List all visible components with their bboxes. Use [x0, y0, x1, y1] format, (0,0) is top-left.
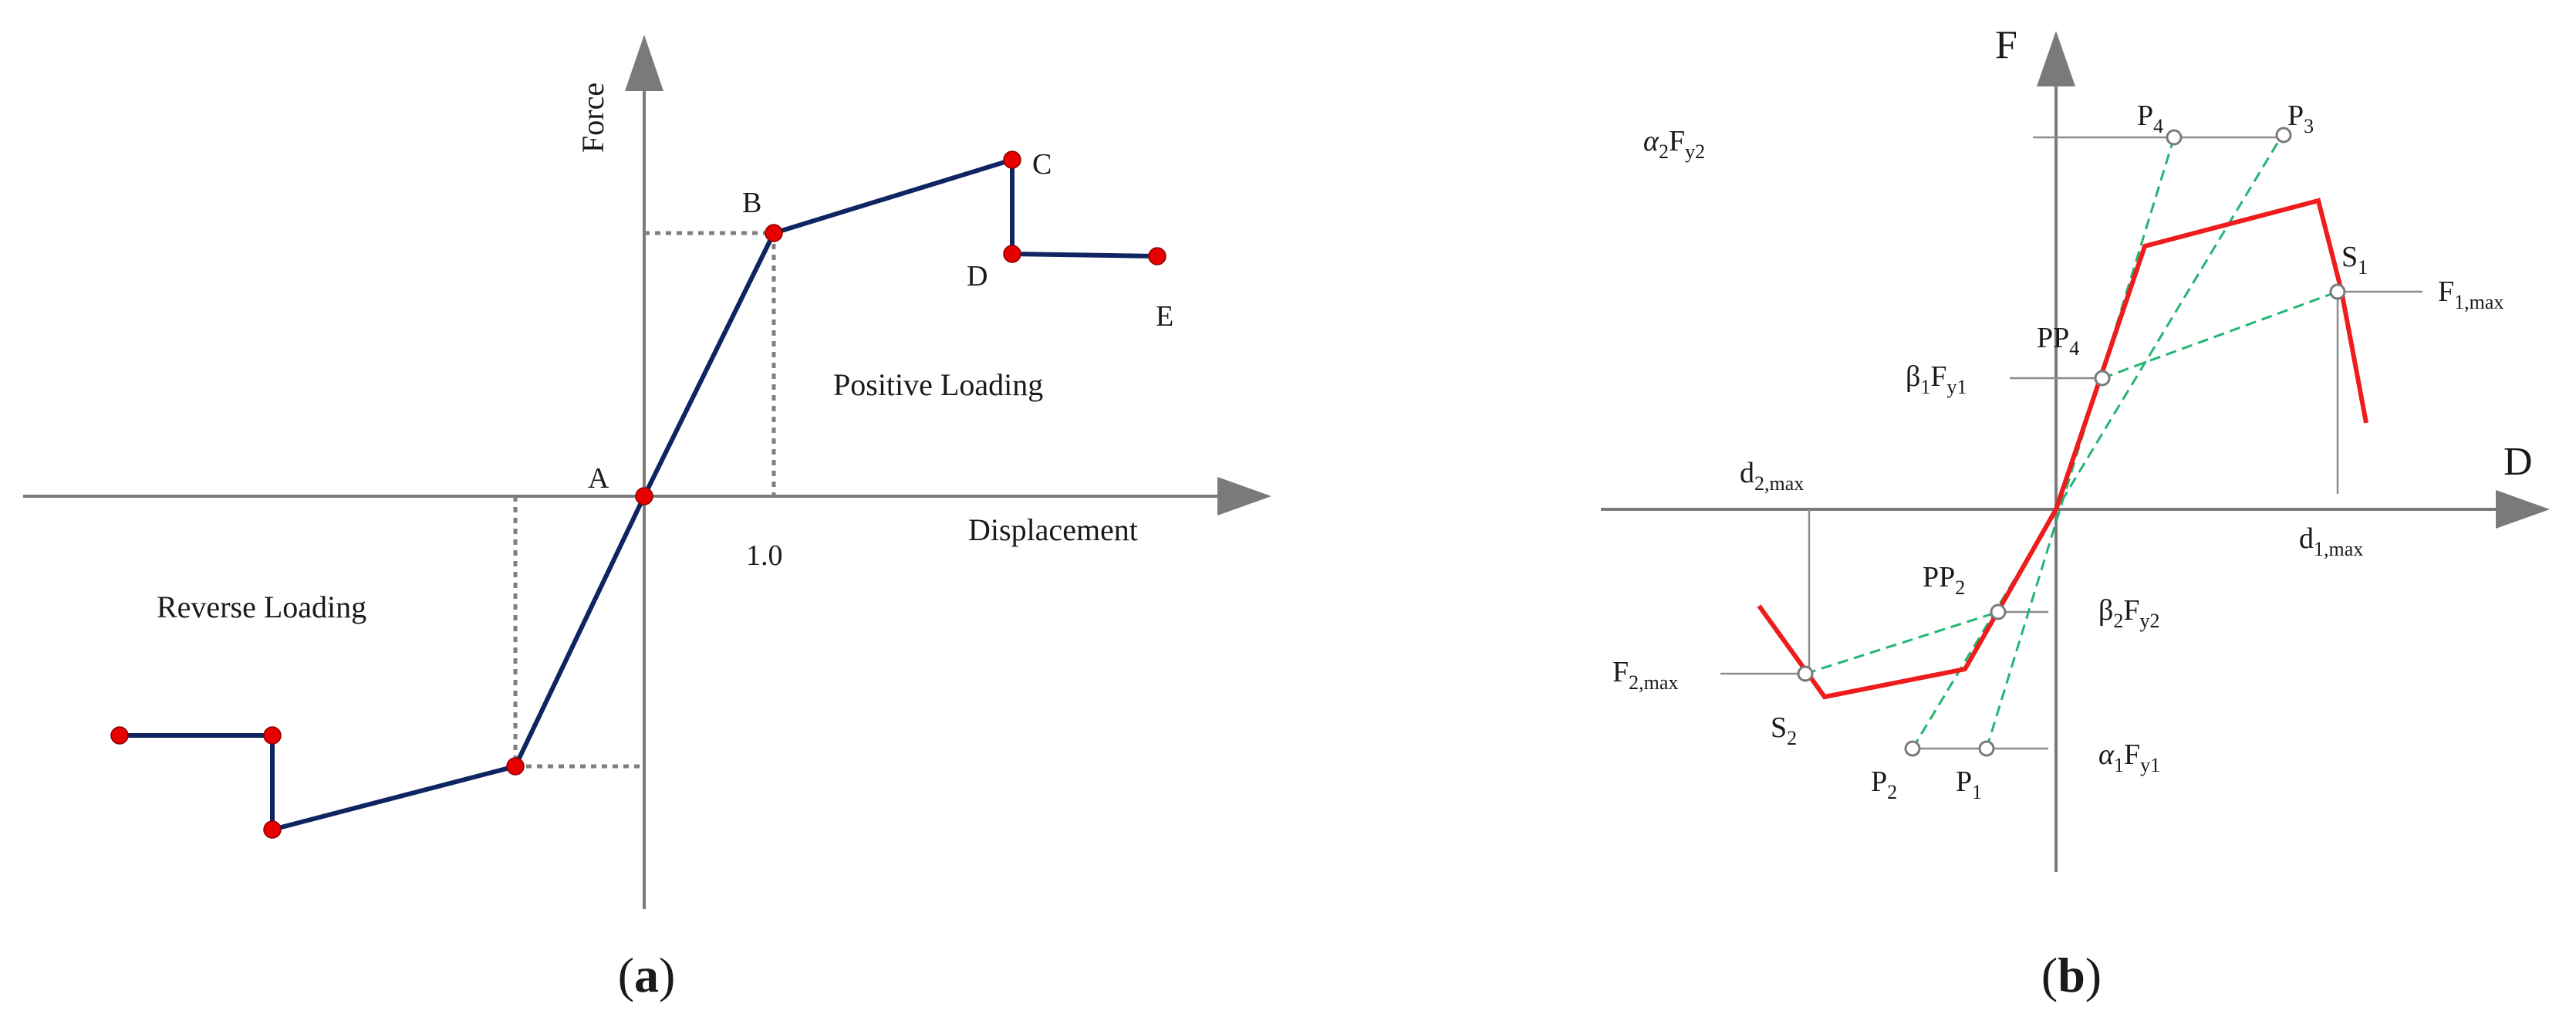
panel-a-label-B: B [742, 187, 761, 219]
panel-b-y-arrow-icon [2037, 31, 2075, 86]
panel-a-region-positive: Positive Loading [833, 367, 1043, 402]
panel-b: F D α2Fy2 β1Fy1 β2Fy2 α1Fy1 F1,max F2,ma… [1601, 23, 2550, 1002]
panel-b-label-F1max: F1,max [2438, 275, 2503, 313]
panel-b-point-PP2 [1990, 603, 2007, 620]
panel-b-guide-lines [1720, 136, 2422, 750]
panel-a-point-B [765, 224, 783, 242]
panel-a-region-reverse: Reverse Loading [157, 590, 366, 624]
panel-b-backbone-curve [1757, 198, 2368, 700]
panel-b-label-S1: S1 [2341, 241, 2368, 279]
panel-a-point-reverse-E [110, 726, 129, 745]
panel-b-label-alpha1Fy1: α1Fy1 [2098, 739, 2160, 776]
panel-b-point-P3 [2275, 127, 2292, 144]
panel-a-tick-label: 1.0 [746, 539, 783, 572]
panel-b-label-alpha2Fy2: α2Fy2 [1643, 125, 1705, 163]
panel-b-label-beta1Fy1: β1Fy1 [1906, 360, 1967, 398]
panel-a-y-arrow-icon [625, 35, 663, 91]
panel-b-label-P3: P3 [2287, 100, 2314, 137]
panel-a-point-E [1148, 247, 1166, 265]
panel-a-caption: (a) [618, 948, 676, 1002]
panel-a-point-reverse-C [263, 820, 282, 839]
panel-b-x-arrow-icon [2496, 490, 2550, 529]
panel-a-label-C: C [1032, 148, 1052, 181]
panel-a-point-reverse-B [506, 757, 525, 776]
panel-a-point-C [1003, 150, 1021, 169]
panel-a: A B C D E Force Displacement 1.0 Positiv… [23, 35, 1271, 1002]
panel-b-label-P2: P2 [1871, 766, 1897, 803]
panel-b-hollow-points [1797, 127, 2346, 757]
panel-b-dashed-lines [1805, 132, 2338, 749]
panel-a-y-axis-label: Force [576, 83, 610, 153]
panel-b-label-PP2: PP2 [1923, 561, 1965, 599]
panel-b-label-P1: P1 [1956, 766, 1982, 803]
panel-a-points [110, 150, 1166, 839]
panel-b-y-axis-label: F [1995, 23, 2017, 67]
panel-b-point-S1 [2329, 283, 2346, 300]
panel-b-label-beta2Fy2: β2Fy2 [2098, 594, 2159, 632]
panel-a-point-A [635, 487, 653, 505]
panel-b-x-axis-label: D [2503, 440, 2533, 484]
panel-b-label-PP4: PP4 [2037, 322, 2079, 360]
panel-b-point-P4 [2166, 129, 2183, 146]
panel-a-label-A: A [588, 462, 609, 495]
panel-b-label-F2max: F2,max [1612, 656, 1678, 694]
panel-b-label-d2max: d2,max [1740, 457, 1804, 495]
panel-b-point-S2 [1797, 665, 1814, 682]
panel-a-label-E: E [1156, 300, 1173, 333]
panel-b-point-P1 [1978, 740, 1995, 757]
panel-a-x-arrow-icon [1217, 477, 1271, 516]
panel-a-point-reverse-D [263, 726, 282, 745]
panel-a-dotted-guides [513, 231, 776, 769]
panel-a-label-D: D [967, 260, 988, 292]
panel-b-label-S2: S2 [1771, 712, 1797, 749]
panel-a-point-D [1003, 245, 1021, 263]
panel-b-label-P4: P4 [2137, 100, 2163, 137]
panel-b-label-d1max: d1,max [2299, 522, 2363, 560]
panel-a-x-axis-label: Displacement [968, 512, 1138, 547]
panel-b-caption: (b) [2041, 948, 2102, 1002]
panel-b-point-P2 [1904, 740, 1921, 757]
panel-b-point-PP4 [2094, 370, 2111, 387]
